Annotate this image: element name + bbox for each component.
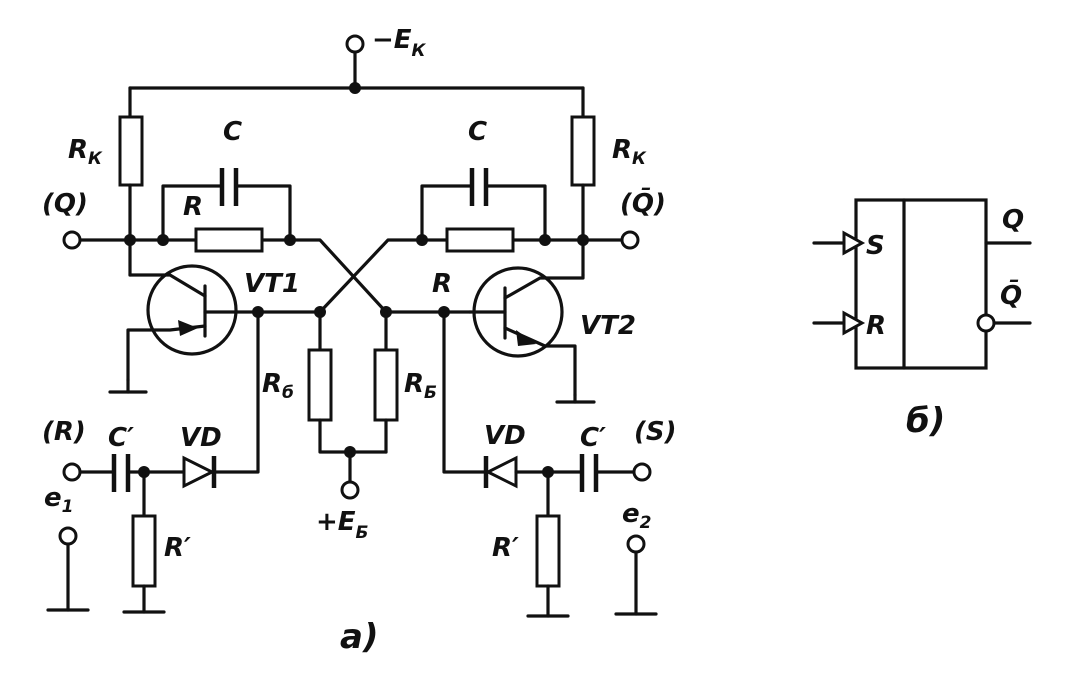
- transistor-vt1: [126, 264, 238, 382]
- s-input-arrow: [842, 230, 866, 256]
- q-output-terminal: [62, 230, 82, 250]
- vd-right-label: VD: [484, 421, 526, 451]
- r-left-label: R: [183, 192, 203, 222]
- cross-coupling-wires: [288, 238, 422, 314]
- cprime-left-label: C′: [108, 423, 134, 453]
- e1-terminal: [58, 526, 78, 546]
- vt2-label: VT2: [580, 311, 636, 341]
- base-line-left: [234, 306, 326, 318]
- block-qbar-label: Q̄: [1000, 278, 1022, 311]
- r-input-terminal: [62, 462, 82, 482]
- ground-vt1: [108, 378, 148, 394]
- c-right-label: C: [468, 117, 487, 147]
- rb-right-label: RБ: [404, 369, 437, 403]
- ground-vt2: [555, 393, 596, 404]
- coupling-resistor-right: [445, 227, 515, 253]
- supply-base-terminal: [340, 480, 360, 500]
- coupling-resistor-left: [194, 227, 264, 253]
- r-right-label: R: [432, 269, 452, 299]
- q-output-label: (Q): [42, 189, 88, 219]
- trigger-input-right: [442, 310, 658, 618]
- e1-label: e1: [44, 483, 73, 517]
- base-resistor-left: [307, 310, 388, 454]
- qbar-output-label: (Q̄): [620, 186, 666, 219]
- r-input-label: (R): [42, 417, 86, 447]
- collector-supply-rail: [128, 34, 585, 94]
- caption-b: б): [906, 401, 945, 441]
- transistor-vt2: [468, 266, 585, 397]
- collector-resistor-right: [570, 86, 596, 277]
- vt1-label: VT1: [244, 269, 300, 299]
- speedup-capacitor-left: [161, 168, 292, 242]
- vd-left-label: VD: [180, 423, 222, 453]
- block-q-label: Q: [1002, 205, 1024, 235]
- rk-right-label: RК: [612, 135, 647, 169]
- r-input-arrow: [842, 310, 866, 336]
- supply-base-label: +EБ: [316, 507, 369, 543]
- e2-label: e2: [622, 499, 651, 533]
- c-left-label: C: [223, 117, 242, 147]
- e2-terminal: [626, 534, 646, 554]
- speedup-capacitor-right: [420, 168, 547, 242]
- supply-collector-label: −EК: [372, 25, 427, 61]
- s-input-label: (S): [634, 417, 677, 447]
- base-resistor-right: [373, 310, 399, 454]
- block-r-label: R: [866, 311, 886, 341]
- supply-collector-terminal: [345, 34, 365, 54]
- inverted-output-bubble: [976, 313, 996, 333]
- cprime-right-label: C′: [580, 423, 606, 453]
- diode-left: [182, 455, 216, 489]
- trigger-input-left: [46, 310, 260, 614]
- rb-left-label: Rб: [262, 369, 294, 403]
- rprime-right-label: R′: [492, 533, 519, 563]
- s-input-terminal: [632, 462, 652, 482]
- base-supply: [340, 446, 360, 500]
- rs-block-symbol: [812, 198, 1032, 370]
- rprime-left-label: R′: [164, 533, 191, 563]
- rk-left-label: RК: [68, 135, 103, 169]
- block-s-label: S: [866, 231, 885, 261]
- collector-resistor-left: [118, 86, 144, 277]
- qbar-output-terminal: [620, 230, 640, 250]
- caption-a: a): [340, 617, 378, 657]
- diode-right: [484, 455, 518, 489]
- base-line-right: [380, 306, 472, 318]
